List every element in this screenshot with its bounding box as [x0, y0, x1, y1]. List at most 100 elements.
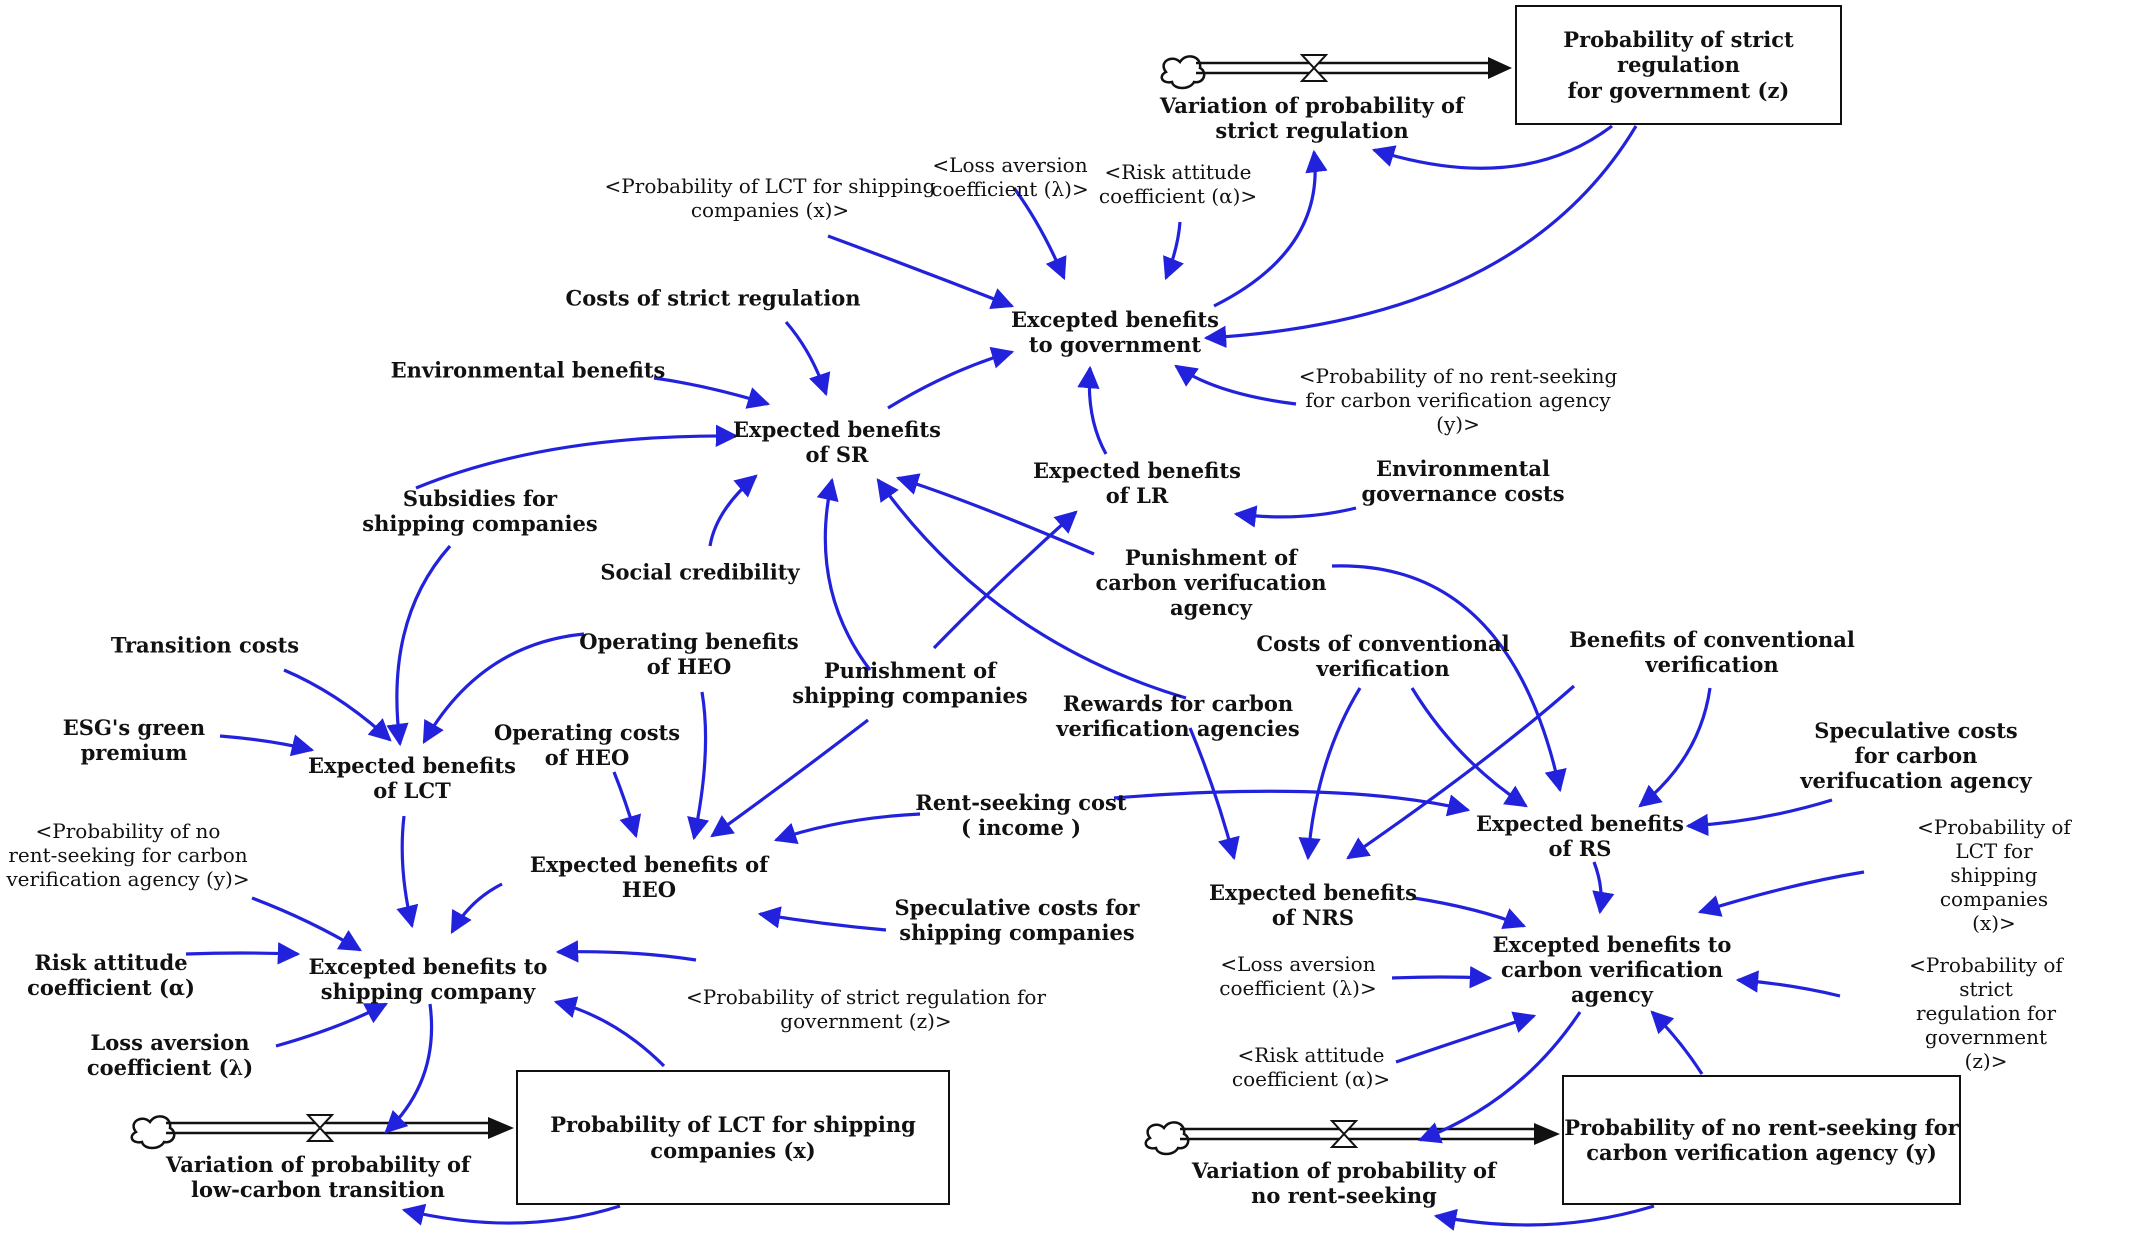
var-risk-attitude: Risk attitude coefficient (α) [27, 949, 195, 1000]
var-punishment-cva: Punishment of carbon verifucation agency [1095, 545, 1327, 621]
arrow [1417, 1011, 1582, 1144]
arrow [1298, 687, 1362, 861]
arrow [784, 320, 831, 397]
flow-pipe-z [1160, 54, 1512, 90]
flow-pipe-y [1144, 1120, 1560, 1156]
arrow [876, 478, 1187, 700]
arrow [415, 424, 739, 490]
arrow [827, 234, 1015, 310]
var-transition-costs: Transition costs [110, 632, 300, 658]
var-speculative-costs-shipping: Speculative costs for shipping companies [894, 894, 1140, 945]
arrow [1077, 365, 1108, 455]
shadow-strict-regulation-ship: <Probability of strict regulation for go… [686, 985, 1046, 1033]
var-subsidies: Subsidies for shipping companies [362, 485, 598, 536]
arrow [401, 1203, 621, 1226]
shadow-risk-attitude: <Risk attitude coefficient (α)> [1098, 160, 1258, 208]
shadow-strict-regulation-cva: <Probability of strict regulation for go… [1909, 953, 2063, 1073]
var-social-credibility: Social credibility [600, 559, 800, 585]
arrow [384, 1003, 434, 1134]
arrow [386, 544, 452, 747]
var-benefits-conventional-verification: Benefits of conventional verification [1569, 626, 1855, 677]
var-gov-benefits: Excepted benefits to government [1011, 306, 1219, 357]
arrow [1113, 789, 1471, 817]
var-costs-conventional-verification: Costs of conventional verification [1256, 630, 1510, 681]
var-shipping-benefits: Excepted benefits to shipping company [308, 953, 548, 1004]
arrow [275, 1002, 388, 1048]
arrow [185, 942, 301, 965]
shadow-lct-probability: <Probability of LCT for shipping compani… [604, 174, 936, 222]
arrow [396, 815, 419, 929]
arrow [251, 896, 362, 952]
var-loss-aversion: Loss aversion coefficient (λ) [86, 1029, 254, 1080]
arrow [757, 906, 887, 932]
flow-label-x: Variation of probability of low-carbon t… [165, 1151, 471, 1202]
arrow [687, 691, 710, 841]
var-speculative-costs-cva: Speculative costs for carbon verifucatio… [1800, 718, 2032, 794]
source-cloud-icon [130, 1115, 176, 1150]
arrow [1012, 187, 1067, 281]
arrow [816, 477, 872, 671]
arrow [1174, 364, 1297, 406]
arrow [653, 376, 771, 409]
arrow [1697, 870, 1865, 917]
valve-icon [1299, 54, 1329, 82]
arrow [1233, 505, 1357, 528]
var-rewards-cva: Rewards for carbon verification agencies [1056, 690, 1300, 741]
shadow-risk-attitude-cva: <Risk attitude coefficient (α)> [1231, 1043, 1391, 1091]
var-punishment-shipping: Punishment of shipping companies [792, 657, 1028, 708]
arrow [1163, 221, 1184, 281]
arrow [1391, 966, 1493, 989]
arrow [710, 718, 869, 838]
arrow [1433, 1204, 1655, 1231]
arrow [1203, 125, 1638, 349]
arrow [932, 510, 1078, 650]
arrow [1592, 861, 1615, 915]
arrow [1735, 970, 1841, 998]
arrow [1413, 896, 1527, 930]
source-cloud-icon [1144, 1121, 1190, 1156]
var-cva-benefits: Excepted benefits to carbon verification… [1492, 932, 1732, 1008]
var-rent-seeking-cost: Rent-seeking cost ( income ) [915, 789, 1127, 840]
arrow [1410, 687, 1528, 808]
var-esg-premium: ESG's green premium [62, 714, 206, 765]
arrow [219, 734, 315, 757]
valve-icon [1329, 1120, 1359, 1148]
var-heo-benefits: Expected benefits of HEO [529, 851, 769, 902]
arrow [1685, 798, 1833, 837]
var-sr-benefits: Expected benefits of SR [733, 416, 941, 467]
shadow-loss-aversion: <Loss aversion coefficient (λ)> [931, 153, 1089, 201]
arrow [553, 996, 666, 1068]
arrow [1371, 124, 1613, 170]
arrow [1638, 687, 1712, 808]
shadow-lct-probability-cva: <Probability of LCT for shipping compani… [1917, 815, 2071, 935]
valve-icon [305, 1114, 335, 1142]
arrow [1331, 564, 1567, 793]
source-cloud-icon [1160, 55, 1206, 90]
arrow [422, 632, 585, 744]
arrow [1346, 684, 1576, 860]
var-nrs-benefits: Expected benefits of NRS [1209, 879, 1417, 930]
var-env-governance-costs: Environmental governance costs [1361, 455, 1565, 506]
shadow-loss-aversion-cva: <Loss aversion coefficient (λ)> [1219, 952, 1377, 1000]
var-lr-benefits: Expected benefits of LR [1033, 457, 1241, 508]
arrow [1188, 727, 1240, 861]
shadow-no-rent-seeking: <Probability of no rent-seeking for carb… [1298, 364, 1618, 436]
var-operating-benefits-heo: Operating benefits of HEO [579, 628, 799, 679]
flow-label-z: Variation of probability of strict regul… [1159, 92, 1465, 143]
arrow [773, 812, 921, 845]
shadow-no-rent-seeking-ship: <Probability of no rent-seeking for carb… [6, 819, 250, 891]
stock-no-rent-seeking: Probability of no rent-seeking for carbo… [1562, 1075, 1961, 1205]
var-environmental-benefits: Environmental benefits [390, 357, 666, 383]
var-lct-benefits: Expected benefits of LCT [308, 752, 516, 803]
stock-strict-regulation: Probability of strict regulation for gov… [1515, 5, 1842, 125]
flow-label-y: Variation of probability of no rent-seek… [1191, 1157, 1497, 1208]
var-operating-costs-heo: Operating costs of HEO [493, 719, 681, 770]
arrow [895, 473, 1095, 556]
arrow [708, 474, 758, 547]
var-rs-benefits: Expected benefits of RS [1476, 810, 1684, 861]
arrow [450, 882, 503, 934]
arrow-group [185, 124, 1865, 1231]
arrow [612, 771, 642, 839]
